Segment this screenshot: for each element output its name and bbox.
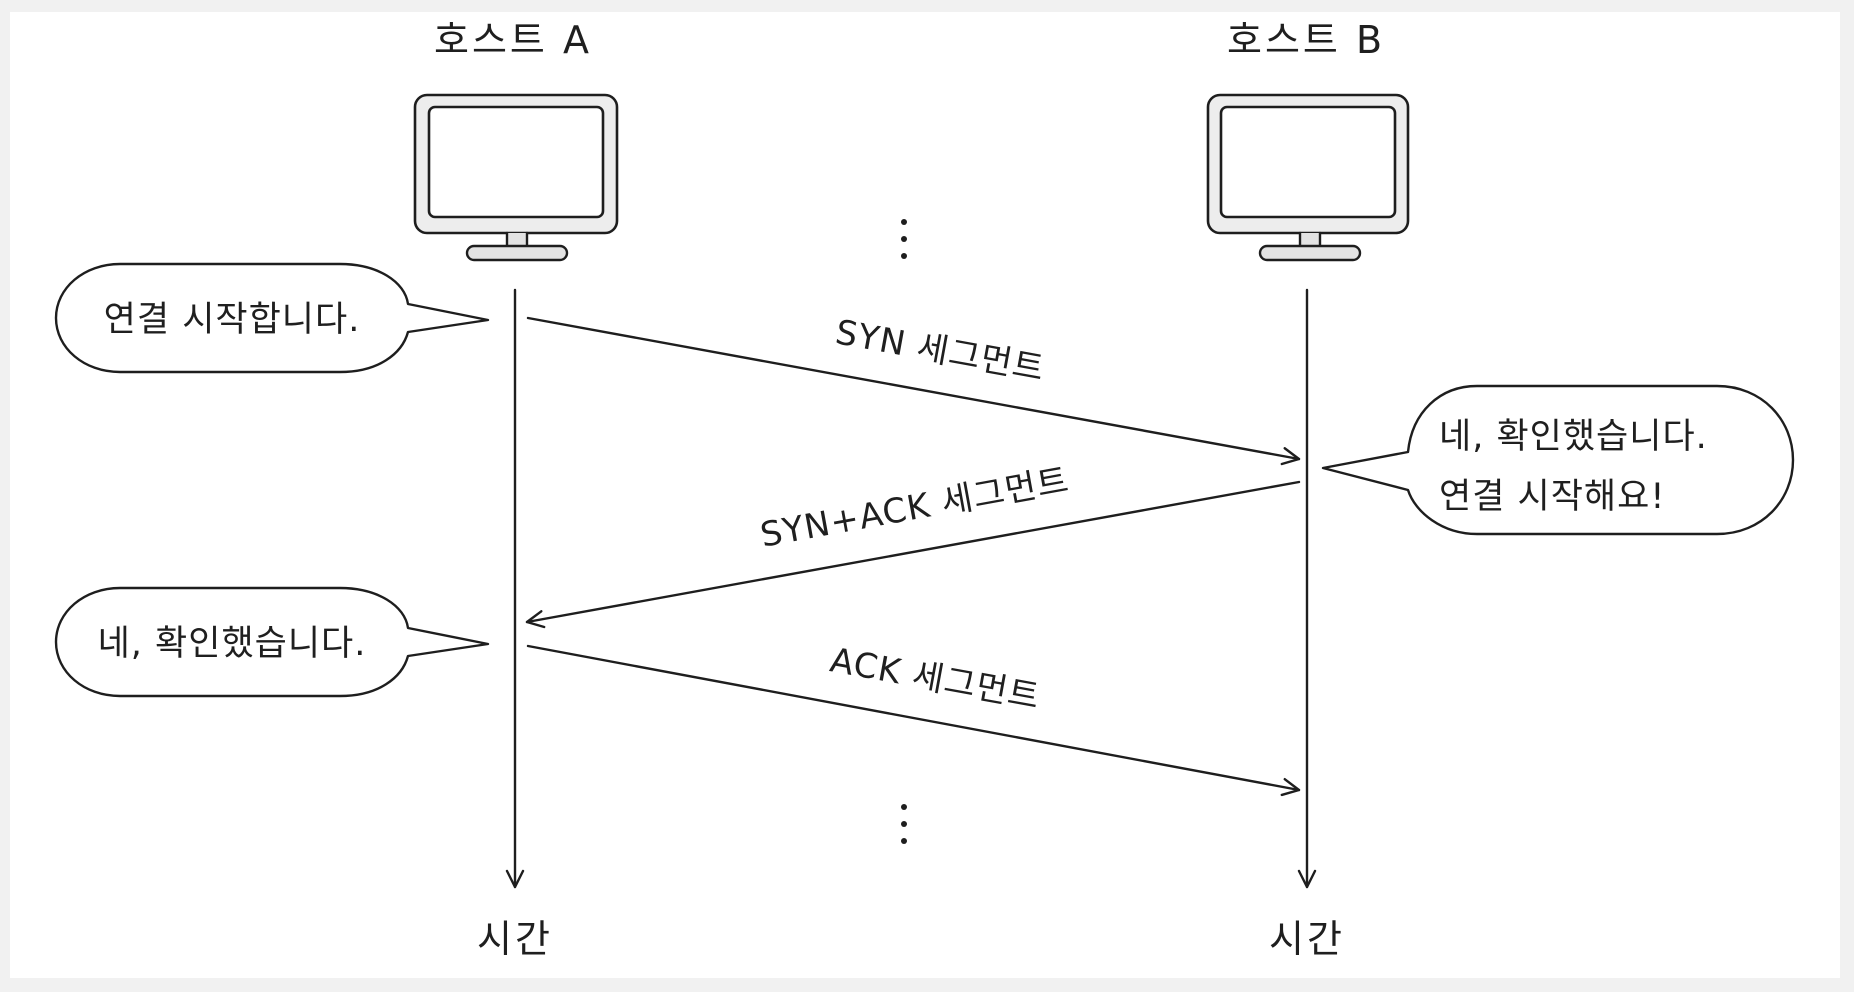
syn-segment-label: SYN 세그먼트 [832, 312, 1047, 389]
ellipsis-top-icon [901, 219, 907, 259]
ack-segment-label: ACK 세그먼트 [827, 640, 1043, 717]
syn-arrow [526, 316, 1301, 466]
speech-bubble-host-a-confirm: 네, 확인했습니다. [54, 586, 490, 698]
bubble-a-confirm-text: 네, 확인했습니다. [98, 624, 367, 664]
bubble-a-start-text: 연결 시작합니다. [104, 300, 361, 340]
ack-arrow [526, 644, 1301, 797]
host-a-time-label: 시간 [477, 917, 553, 961]
host-a-monitor-icon [413, 93, 619, 262]
syn-ack-segment-label: SYN+ACK 세그먼트 [757, 460, 1072, 555]
speech-bubble-host-a-start: 연결 시작합니다. [54, 262, 490, 374]
diagram-canvas: 호스트 A 호스트 B SYN 세그먼트 SYN+ACK 세그먼트 ACK 세그… [10, 12, 1840, 978]
host-b-monitor-icon [1206, 93, 1410, 262]
host-a-title: 호스트 A [434, 18, 592, 62]
syn-ack-arrow [525, 480, 1301, 629]
bubble-b-line1-text: 네, 확인했습니다. [1439, 417, 1708, 457]
host-b-title: 호스트 B [1227, 18, 1385, 62]
ellipsis-bottom-icon [901, 804, 907, 844]
bubble-b-line2-text: 연결 시작해요! [1439, 477, 1665, 517]
speech-bubble-host-b-reply: 네, 확인했습니다. 연결 시작해요! [1321, 384, 1795, 536]
tcp-handshake-diagram: 호스트 A 호스트 B SYN 세그먼트 SYN+ACK 세그먼트 ACK 세그… [54, 18, 1795, 961]
host-b-time-label: 시간 [1269, 917, 1345, 961]
